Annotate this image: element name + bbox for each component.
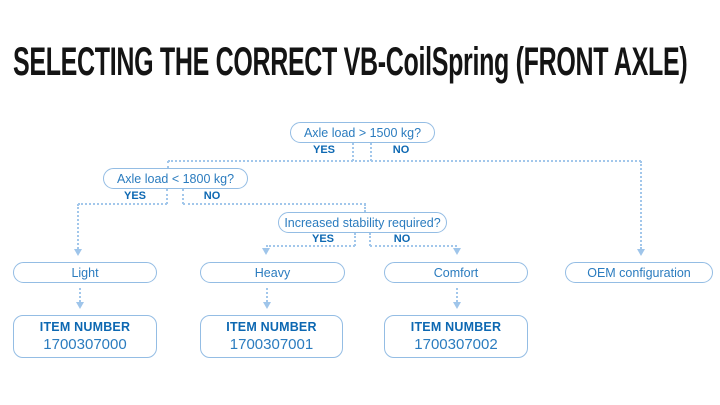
arrowhead-oem <box>637 249 645 256</box>
connector-d2-no-line <box>183 203 366 205</box>
item-box-light-number: 1700307000 <box>43 336 127 353</box>
d2-yes-label: YES <box>123 190 147 202</box>
d3-no-label: NO <box>393 233 411 245</box>
connector-to-d2 <box>167 161 169 168</box>
decision-axle-load-1800: Axle load < 1800 kg? <box>103 168 248 189</box>
connector-d3-yes-line <box>266 245 355 247</box>
item-box-comfort-number: 1700307002 <box>414 336 498 353</box>
decision-axle-load-1800-label: Axle load < 1800 kg? <box>116 171 235 186</box>
arrowhead-heavy <box>262 248 270 255</box>
item-box-comfort-title: ITEM NUMBER <box>410 320 502 334</box>
connector-light-item <box>79 288 81 302</box>
item-box-heavy-title: ITEM NUMBER <box>226 320 317 334</box>
arrowhead-heavy-item <box>263 302 271 309</box>
outcome-comfort-label: Comfort <box>433 265 479 280</box>
d1-no-label: NO <box>392 144 410 156</box>
decision-increased-stability: Increased stability required? <box>278 212 447 233</box>
connector-d3-no-stub <box>369 233 371 246</box>
connector-to-d3 <box>364 204 366 212</box>
arrowhead-light-item <box>76 302 84 309</box>
outcome-light: Light <box>13 262 157 283</box>
d3-yes-label: YES <box>311 233 335 245</box>
outcome-comfort: Comfort <box>384 262 528 283</box>
outcome-light-label: Light <box>71 265 99 280</box>
decision-axle-load-1500: Axle load > 1500 kg? <box>290 122 435 143</box>
d1-yes-label: YES <box>312 144 336 156</box>
outcome-heavy: Heavy <box>200 262 345 283</box>
connector-d3-no-line <box>370 245 457 247</box>
outcome-heavy-label: Heavy <box>254 265 291 280</box>
outcome-oem-configuration-label: OEM configuration <box>587 265 691 280</box>
arrowhead-comfort <box>453 248 461 255</box>
connector-d1-yes-stub <box>352 143 354 161</box>
connector-d2-yes-stub <box>166 189 168 204</box>
item-box-light-title: ITEM NUMBER <box>39 320 131 334</box>
connector-d2-yes-line <box>78 203 167 205</box>
arrowhead-light <box>74 249 82 256</box>
connector-to-light <box>77 204 79 249</box>
page-title: SELECTING THE CORRECT VB-CoilSpring (FRO… <box>13 40 688 84</box>
item-box-comfort: ITEM NUMBER 1700307002 <box>384 315 528 358</box>
connector-d3-yes-stub <box>354 233 356 246</box>
decision-axle-load-1500-label: Axle load > 1500 kg? <box>303 125 422 140</box>
arrowhead-comfort-item <box>453 302 461 309</box>
outcome-oem-configuration: OEM configuration <box>565 262 713 283</box>
connector-d1-no-stub <box>370 143 372 161</box>
item-box-light: ITEM NUMBER 1700307000 <box>13 315 157 358</box>
d2-no-label: NO <box>203 190 221 202</box>
item-box-heavy: ITEM NUMBER 1700307001 <box>200 315 343 358</box>
connector-d1-branch-line <box>168 160 641 162</box>
connector-d2-no-stub <box>182 189 184 204</box>
item-box-heavy-number: 1700307001 <box>229 336 314 353</box>
connector-comfort-item <box>456 288 458 302</box>
connector-heavy-item <box>266 288 268 302</box>
connector-to-oem <box>640 161 642 249</box>
decision-increased-stability-label: Increased stability required? <box>284 215 441 230</box>
